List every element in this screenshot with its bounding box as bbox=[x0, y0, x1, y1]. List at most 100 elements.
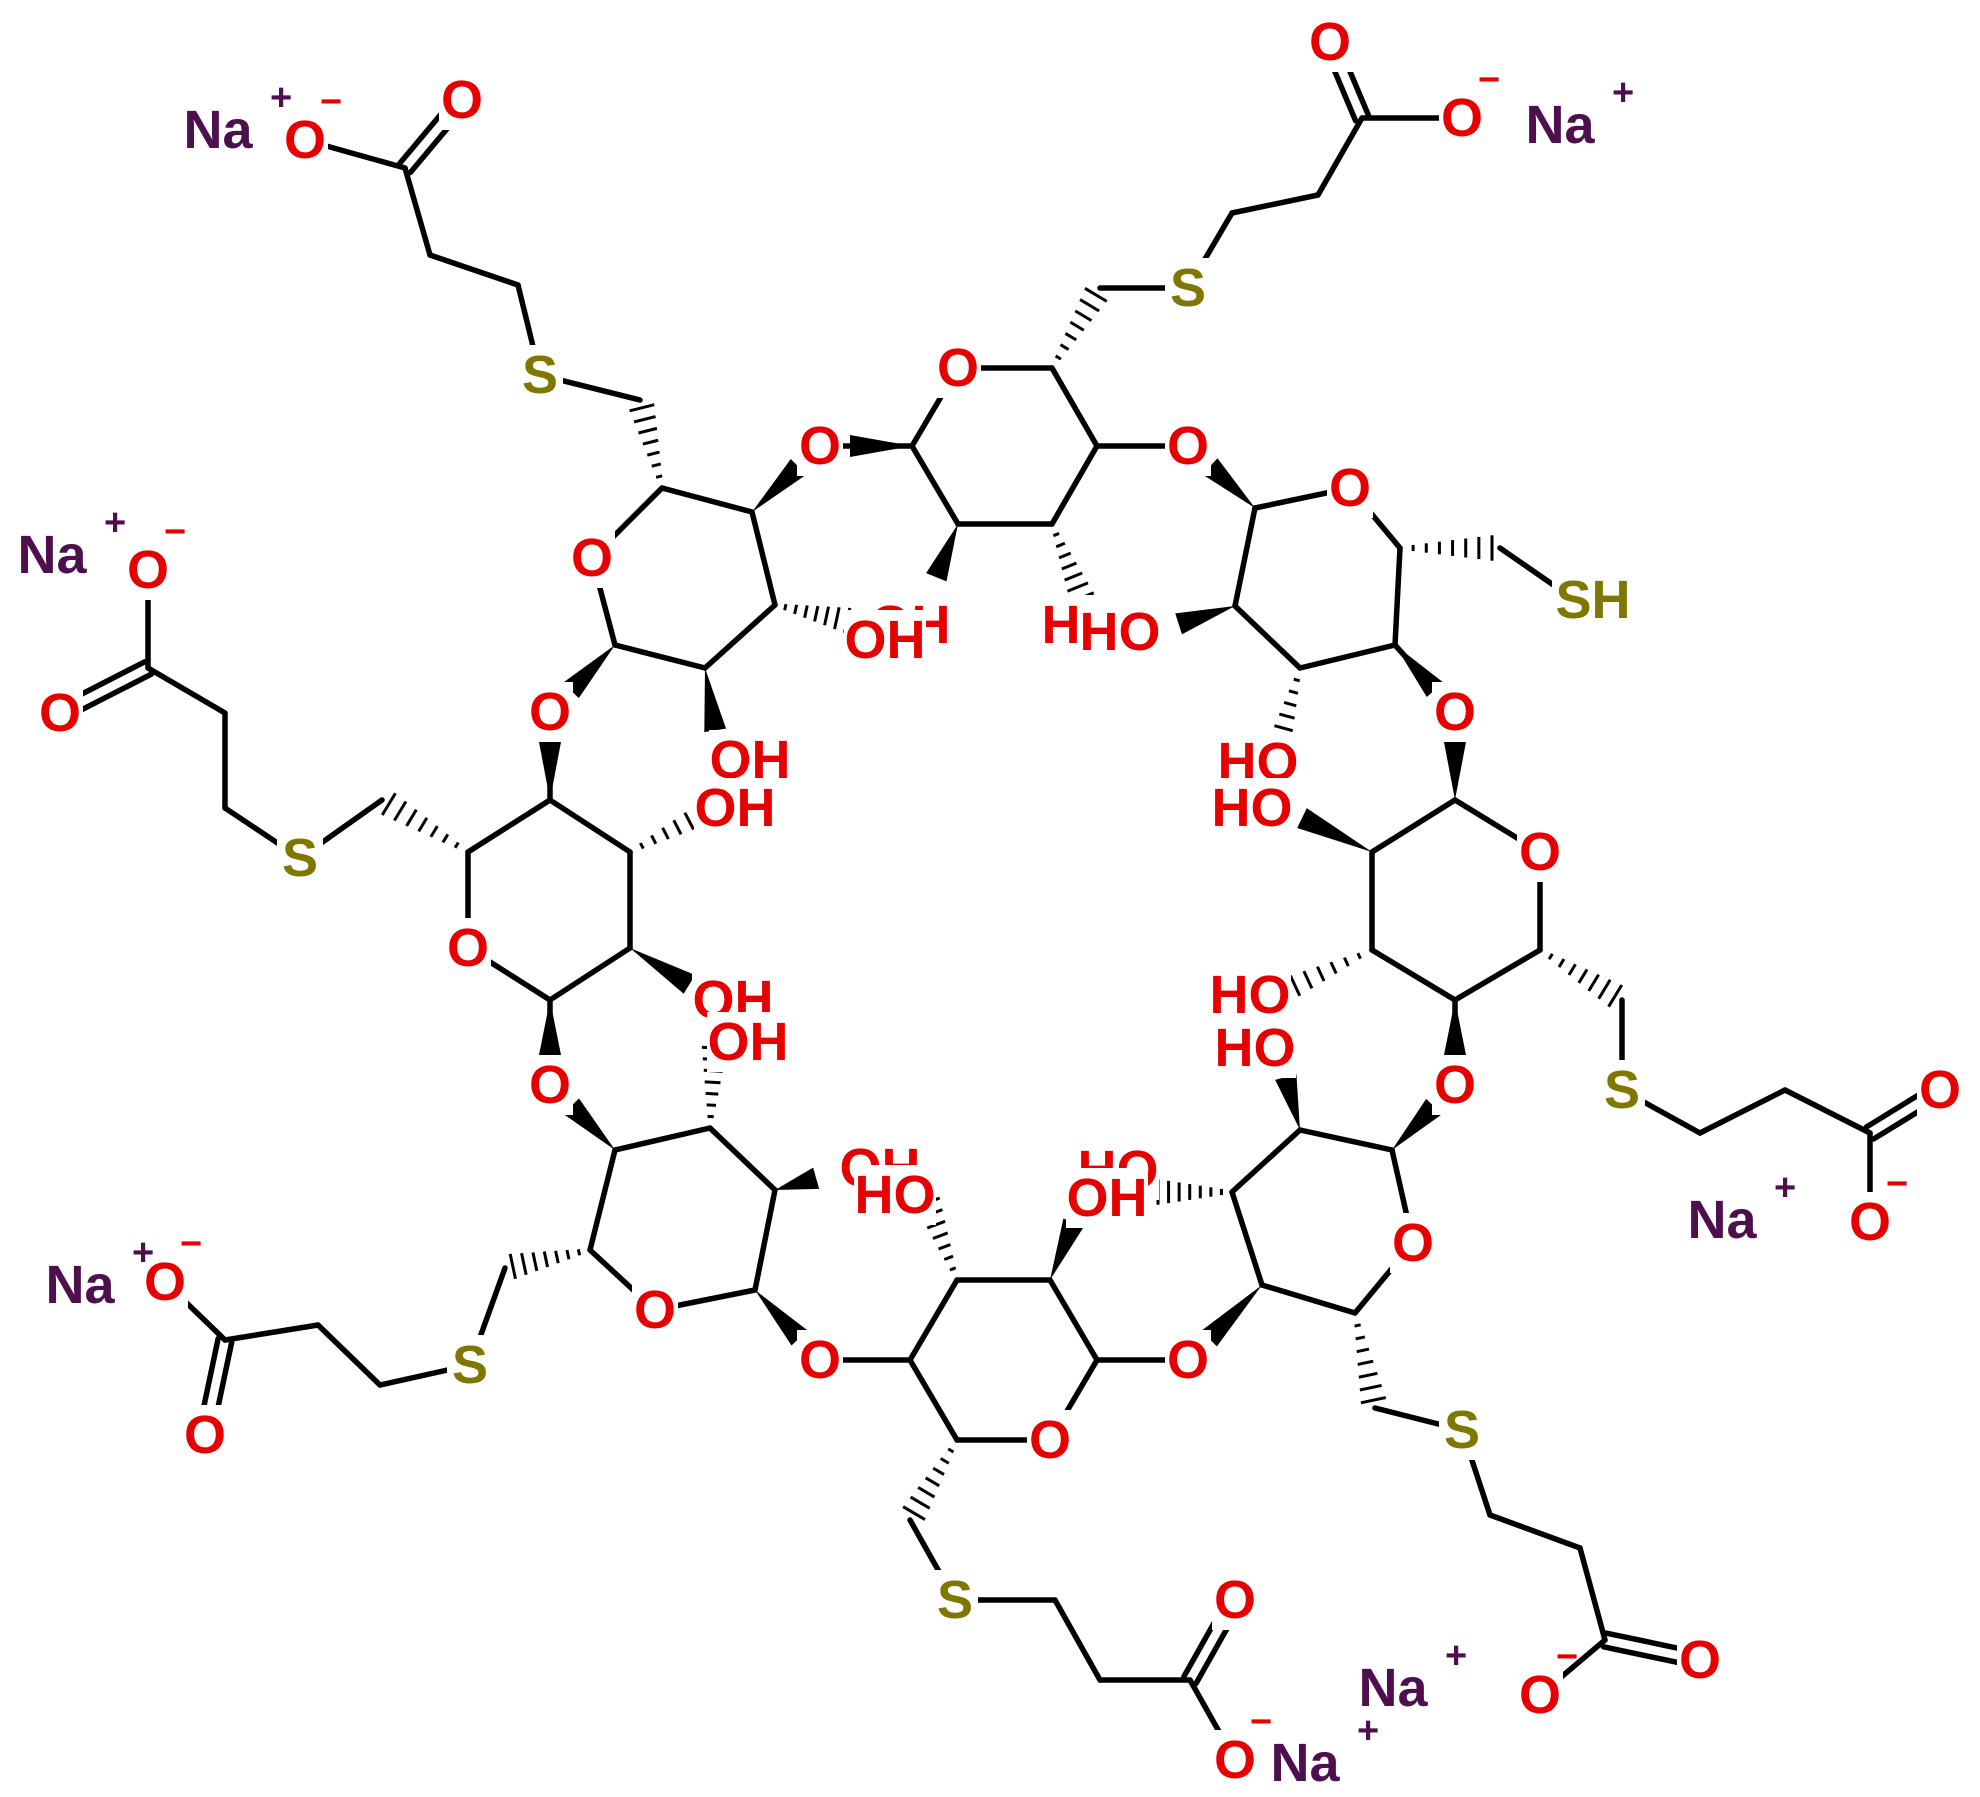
bond-13 bbox=[1452, 947, 1543, 1003]
sulfur-atom-s7-text: S bbox=[452, 1335, 488, 1395]
hash-stroke-192 bbox=[1283, 701, 1297, 708]
bond-57 bbox=[1782, 1087, 1873, 1136]
sodium-ion-4-bg bbox=[39, 1255, 121, 1315]
sodium-ion-0-text: Na bbox=[1525, 95, 1595, 155]
hash-stroke-211 bbox=[949, 1266, 957, 1272]
bond-25 bbox=[907, 1357, 960, 1443]
bond-77 bbox=[145, 665, 228, 716]
bond-4 bbox=[909, 443, 961, 527]
hash-stroke-185 bbox=[1058, 551, 1072, 560]
negative-charge-s2o2: − bbox=[164, 511, 186, 553]
hash-stroke-153 bbox=[1359, 1383, 1382, 1392]
hydroxyl-oh_g3-text: OH bbox=[695, 778, 776, 838]
hash-stroke-148 bbox=[1354, 1323, 1361, 1328]
wedge-bond-120 bbox=[1175, 606, 1235, 635]
sodium-ion-0-bg bbox=[1519, 95, 1601, 155]
oxygen-atom-s7o2-text: O bbox=[184, 1405, 226, 1465]
oxygen-atom-s2o1-bg bbox=[37, 683, 83, 743]
wedge-bond-119 bbox=[926, 524, 958, 582]
hydroxyl-oh_e2: OH bbox=[1066, 1168, 1148, 1228]
bond-31 bbox=[587, 1147, 618, 1253]
sulfur-atom-s2-bg bbox=[277, 828, 323, 888]
oxygen-atom-g4-bg bbox=[1432, 1055, 1478, 1115]
oxygen-atom-s2o1: O bbox=[37, 683, 83, 743]
carboxylate-oxygen-s6o2-text: O bbox=[1214, 1730, 1256, 1790]
hash-stroke-193 bbox=[1278, 712, 1295, 720]
wedge-bond-123 bbox=[1050, 1218, 1084, 1280]
bond-46 bbox=[612, 642, 708, 671]
sulfur-atom-s2: S bbox=[277, 828, 323, 888]
hydroxyl-oh_c3: HO bbox=[1209, 965, 1291, 1025]
oxygen-atom-d_o-text: O bbox=[1392, 1213, 1434, 1273]
hash-stroke-149 bbox=[1355, 1335, 1366, 1341]
hash-stroke-187 bbox=[1064, 571, 1083, 582]
hash-stroke-235 bbox=[813, 605, 820, 622]
sulfur-atom-s4: S bbox=[1599, 1060, 1645, 1120]
wedge-bond-115 bbox=[539, 1000, 561, 1055]
hash-stroke-233 bbox=[793, 604, 799, 615]
sulfur-atom-s4-bg bbox=[1599, 1060, 1645, 1120]
oxygen-atom-g5: O bbox=[1165, 1330, 1211, 1390]
negative-charge-s7o1: − bbox=[180, 1223, 202, 1265]
hash-stroke-171 bbox=[429, 825, 439, 838]
bond-20 bbox=[1229, 1189, 1265, 1288]
hydroxyl-oh_e2-bg bbox=[1066, 1168, 1148, 1228]
hash-stroke-161 bbox=[902, 1505, 926, 1521]
bond-62 bbox=[1577, 1545, 1608, 1643]
bond-1 bbox=[1049, 365, 1100, 449]
bond-21 bbox=[1229, 1127, 1303, 1195]
hash-stroke-144 bbox=[1577, 968, 1589, 984]
negative-charge-s1o2: − bbox=[1478, 59, 1500, 101]
sodium-ion-2-bg bbox=[11, 525, 93, 585]
hydroxyl-oh_g3-bg bbox=[694, 778, 776, 838]
negative-charge-s4o2: − bbox=[1886, 1163, 1908, 1205]
hash-stroke-199 bbox=[1329, 961, 1338, 975]
bond-33 bbox=[707, 1125, 778, 1193]
hash-stroke-162 bbox=[576, 1248, 582, 1256]
bond-14 bbox=[1369, 947, 1458, 1003]
bond-22 bbox=[1297, 1127, 1395, 1153]
hash-stroke-181 bbox=[633, 415, 656, 424]
positive-charge-0: + bbox=[1612, 72, 1634, 114]
hash-stroke-173 bbox=[405, 808, 418, 827]
wedge-bond-112 bbox=[1201, 1285, 1262, 1347]
carboxylate-oxygen-s4o2-bg bbox=[1847, 1192, 1893, 1252]
oxygen-atom-s1o1-text: O bbox=[1309, 12, 1351, 72]
hash-stroke-175 bbox=[380, 792, 397, 816]
bond-61 bbox=[1487, 1512, 1583, 1551]
sodium-ion-4-text: Na bbox=[45, 1255, 115, 1315]
oxygen-atom-f_o-text: O bbox=[634, 1280, 676, 1340]
hash-stroke-177 bbox=[651, 462, 662, 468]
oxygen-atom-h_o-text: O bbox=[571, 528, 613, 588]
hydroxyl-oh_d2-bg bbox=[1214, 1018, 1296, 1078]
hash-stroke-133 bbox=[1084, 287, 1108, 303]
oxygen-atom-b_o: O bbox=[1327, 458, 1373, 518]
oxygen-atom-s4o1: O bbox=[1917, 1060, 1963, 1120]
oxygen-atom-g4-text: O bbox=[1434, 1055, 1476, 1115]
bond-56 bbox=[1697, 1087, 1788, 1136]
carboxylate-oxygen-s2o2-text: O bbox=[127, 540, 169, 600]
oxygen-atom-e_o: O bbox=[1027, 1410, 1073, 1470]
hydroxyl-oh_h3-text: OH bbox=[845, 610, 926, 670]
hash-stroke-168 bbox=[508, 1253, 517, 1280]
hash-stroke-186 bbox=[1061, 561, 1078, 571]
hash-stroke-127 bbox=[1054, 354, 1062, 361]
bond-40 bbox=[547, 945, 633, 1003]
wedge-bond-113 bbox=[755, 1290, 808, 1346]
oxygen-atom-s4o1-bg bbox=[1917, 1060, 1963, 1120]
hash-stroke-232 bbox=[783, 603, 788, 611]
oxygen-atom-g3-text: O bbox=[1434, 682, 1476, 742]
oxygen-atom-g1: O bbox=[797, 416, 843, 476]
oxygen-atom-b_o-bg bbox=[1327, 458, 1373, 518]
bond-72 bbox=[222, 1322, 321, 1343]
hash-stroke-167 bbox=[520, 1252, 528, 1276]
carboxylate-oxygen-s1o2: O bbox=[1439, 88, 1485, 148]
oxygen-atom-g_o: O bbox=[445, 918, 491, 978]
hydroxyl-oh_h3: OH bbox=[844, 610, 926, 670]
hash-stroke-150 bbox=[1356, 1347, 1370, 1354]
hash-stroke-172 bbox=[417, 817, 429, 833]
positive-charge-6: + bbox=[1357, 1710, 1379, 1752]
sodium-ion-2: Na bbox=[11, 525, 93, 585]
wedge-bond-118 bbox=[850, 435, 912, 457]
carboxylate-oxygen-s2o2-bg bbox=[125, 540, 171, 600]
